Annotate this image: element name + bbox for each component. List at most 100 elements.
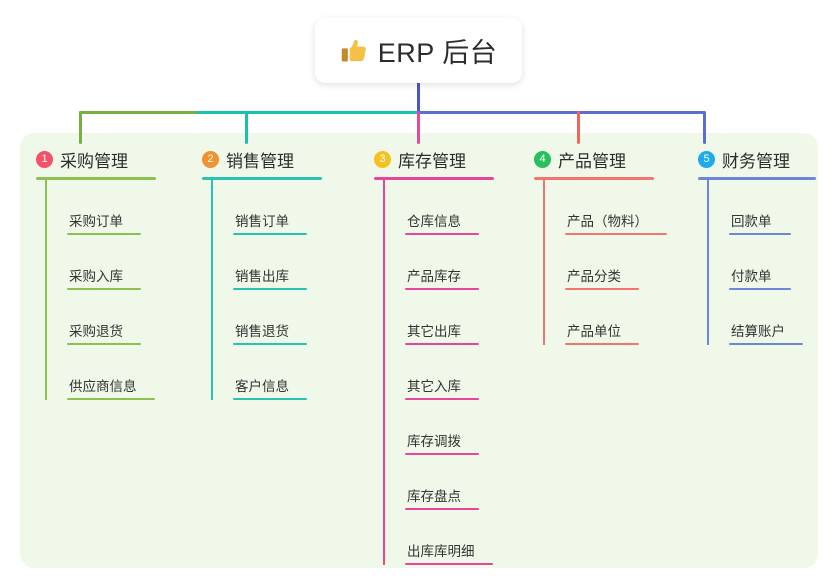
leaf-item[interactable]: 客户信息 [233,345,322,400]
leaf-item[interactable]: 仓库信息 [405,180,494,235]
leaf-item-rule [67,398,155,400]
column-trunk-1 [45,180,47,400]
leaf-item-label: 供应商信息 [69,379,137,394]
column-rule-3 [374,177,494,180]
leaf-item-rule [565,288,639,290]
column-badge-2: 2 [202,150,219,168]
leaf-item[interactable]: 销售出库 [233,235,322,290]
leaf-item-rule [565,343,639,345]
column-purchase: 1 采购管理 采购订单采购入库采购退货供应商信息 [36,146,156,400]
leaf-item-rule [405,563,493,565]
leaf-item-label: 仓库信息 [407,214,461,229]
leaf-item-rule [67,288,141,290]
column-rule-1 [36,177,156,180]
bus-segment-green [79,111,199,114]
leaf-item-label: 产品（物料） [567,214,648,229]
column-title-5: 财务管理 [722,151,790,171]
leaf-item-rule [233,343,307,345]
column-items-1: 采购订单采购入库采购退货供应商信息 [45,180,156,400]
leaf-item[interactable]: 供应商信息 [67,345,156,400]
leaf-item-label: 产品分类 [567,269,621,284]
leaf-item-label: 付款单 [731,269,772,284]
column-trunk-5 [707,180,709,345]
leaf-item[interactable]: 付款单 [729,235,816,290]
column-title-3: 库存管理 [398,151,466,171]
leaf-item-rule [565,233,667,235]
leaf-item-rule [729,343,803,345]
column-title-1: 采购管理 [60,151,128,171]
leaf-item[interactable]: 产品单位 [565,290,667,345]
leaf-item-label: 出库库明细 [407,544,475,559]
column-header-3[interactable]: 3 库存管理 [374,146,494,172]
leaf-item[interactable]: 采购订单 [67,180,156,235]
leaf-item[interactable]: 采购入库 [67,235,156,290]
column-badge-5: 5 [698,150,715,168]
leaf-item-rule [405,398,479,400]
leaf-item[interactable]: 采购退货 [67,290,156,345]
column-items-5: 回款单付款单结算账户 [707,180,816,345]
leaf-item-rule [67,233,141,235]
column-header-1[interactable]: 1 采购管理 [36,146,156,172]
leaf-item-label: 产品库存 [407,269,461,284]
column-rule-5 [698,177,816,180]
leaf-item[interactable]: 产品（物料） [565,180,667,235]
leaf-item-rule [405,233,479,235]
root-stem-connector [417,83,420,111]
leaf-item-label: 库存调拨 [407,434,461,449]
leaf-item[interactable]: 库存盘点 [405,455,494,510]
branch-drop-1 [79,111,82,144]
column-rule-2 [202,177,322,180]
column-badge-3: 3 [374,150,391,168]
column-badge-1: 1 [36,150,53,168]
diagram-panel [20,133,818,568]
bus-segment-teal [197,111,419,114]
branch-drop-4 [577,111,580,144]
leaf-item[interactable]: 产品库存 [405,235,494,290]
column-header-5[interactable]: 5 财务管理 [698,146,816,172]
leaf-item[interactable]: 产品分类 [565,235,667,290]
column-title-4: 产品管理 [558,151,626,171]
leaf-item[interactable]: 其它出库 [405,290,494,345]
column-title-2: 销售管理 [226,151,294,171]
leaf-item-label: 回款单 [731,214,772,229]
leaf-item-label: 客户信息 [235,379,289,394]
column-header-4[interactable]: 4 产品管理 [534,146,667,172]
column-items-3: 仓库信息产品库存其它出库其它入库库存调拨库存盘点出库库明细 [383,180,494,565]
root-node[interactable]: ERP 后台 [315,18,522,83]
leaf-item-label: 销售退货 [235,324,289,339]
leaf-item-rule [233,288,307,290]
bus-segment-blue [417,111,705,114]
leaf-item[interactable]: 销售退货 [233,290,322,345]
column-inventory: 3 库存管理 仓库信息产品库存其它出库其它入库库存调拨库存盘点出库库明细 [374,146,494,565]
leaf-item[interactable]: 其它入库 [405,345,494,400]
branch-drop-5 [703,111,706,144]
column-trunk-4 [543,180,545,345]
leaf-item[interactable]: 库存调拨 [405,400,494,455]
column-trunk-3 [383,180,385,565]
column-header-2[interactable]: 2 销售管理 [202,146,322,172]
root-node-title: ERP 后台 [377,38,498,68]
leaf-item-label: 采购退货 [69,324,123,339]
leaf-item[interactable]: 销售订单 [233,180,322,235]
leaf-item-label: 销售订单 [235,214,289,229]
column-rule-4 [534,177,654,180]
leaf-item-label: 销售出库 [235,269,289,284]
thumbs-up-icon [340,37,368,65]
leaf-item-rule [405,453,479,455]
leaf-item-rule [233,233,307,235]
column-items-4: 产品（物料） 产品分类产品单位 [543,180,667,345]
column-sales: 2 销售管理 销售订单销售出库销售退货客户信息 [202,146,322,400]
branch-drop-3 [417,111,420,144]
leaf-item[interactable]: 结算账户 [729,290,816,345]
leaf-item[interactable]: 回款单 [729,180,816,235]
leaf-item-label: 采购订单 [69,214,123,229]
leaf-item-rule [233,398,307,400]
leaf-item-rule [729,233,791,235]
leaf-item-rule [405,343,479,345]
leaf-item[interactable]: 出库库明细 [405,510,494,565]
column-badge-4: 4 [534,150,551,168]
leaf-item-label: 其它出库 [407,324,461,339]
leaf-item-rule [729,288,791,290]
column-finance: 5 财务管理 回款单付款单结算账户 [698,146,816,345]
